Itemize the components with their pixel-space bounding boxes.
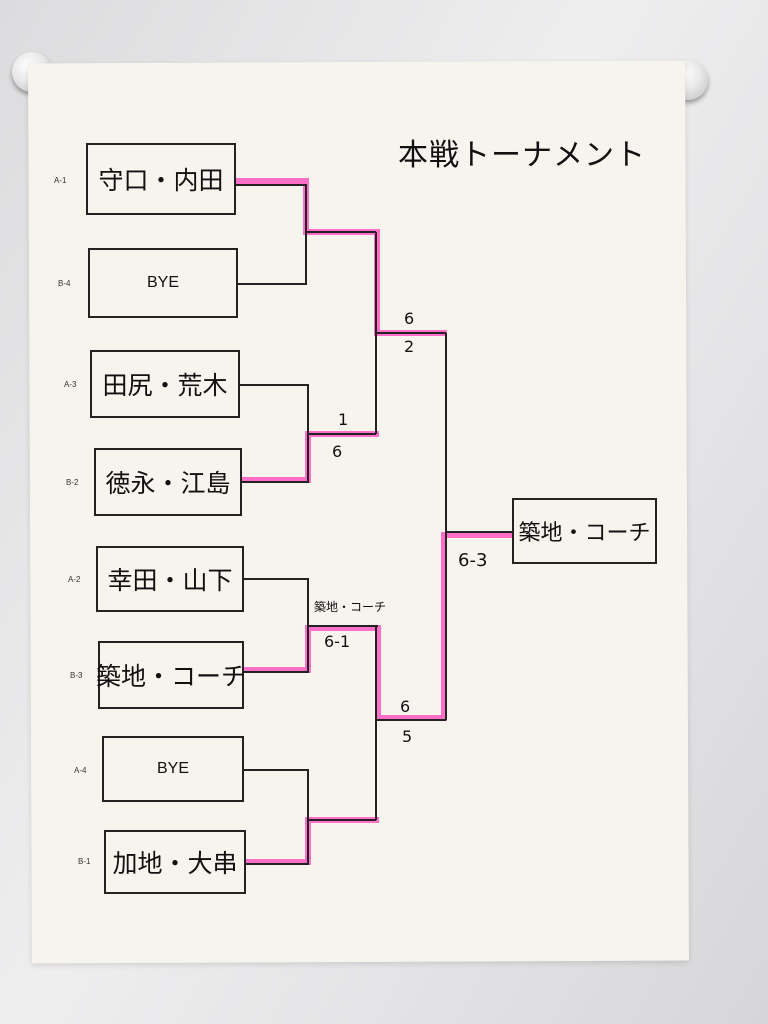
seed-label: B-2 bbox=[66, 478, 79, 487]
score-semi1-top: 6 bbox=[404, 309, 415, 328]
seed-label: B-1 bbox=[78, 857, 91, 866]
bye-box: BYE bbox=[102, 736, 244, 802]
score-q2-top: 1 bbox=[338, 410, 349, 429]
team-box: 守口・内田 bbox=[86, 143, 236, 215]
score-semi2-bottom: 5 bbox=[402, 727, 413, 746]
team-box: 加地・大串 bbox=[104, 830, 246, 894]
seed-label: A-3 bbox=[64, 380, 77, 389]
seed-label: A-1 bbox=[54, 176, 67, 185]
seed-label: B-4 bbox=[58, 279, 71, 288]
score-q3: 6-1 bbox=[324, 632, 351, 651]
score-final: 6-3 bbox=[458, 550, 488, 571]
champion-box: 築地・コーチ bbox=[512, 498, 657, 564]
seed-label: B-3 bbox=[70, 671, 83, 680]
team-box: 幸田・山下 bbox=[96, 546, 244, 612]
score-q2-bottom: 6 bbox=[332, 442, 343, 461]
seed-label: A-4 bbox=[74, 766, 87, 775]
score-semi2-top: 6 bbox=[400, 697, 411, 716]
team-box: 徳永・江島 bbox=[94, 448, 242, 516]
score-semi1-bottom: 2 bbox=[404, 337, 415, 356]
team-box: 築地・コーチ bbox=[96, 641, 246, 709]
q3-winner-note: 築地・コーチ bbox=[314, 600, 387, 614]
seed-label: A-2 bbox=[68, 575, 81, 584]
page-title: 本戦トーナメント bbox=[398, 138, 646, 173]
bye-box: BYE bbox=[88, 248, 238, 318]
team-box: 田尻・荒木 bbox=[90, 350, 240, 418]
